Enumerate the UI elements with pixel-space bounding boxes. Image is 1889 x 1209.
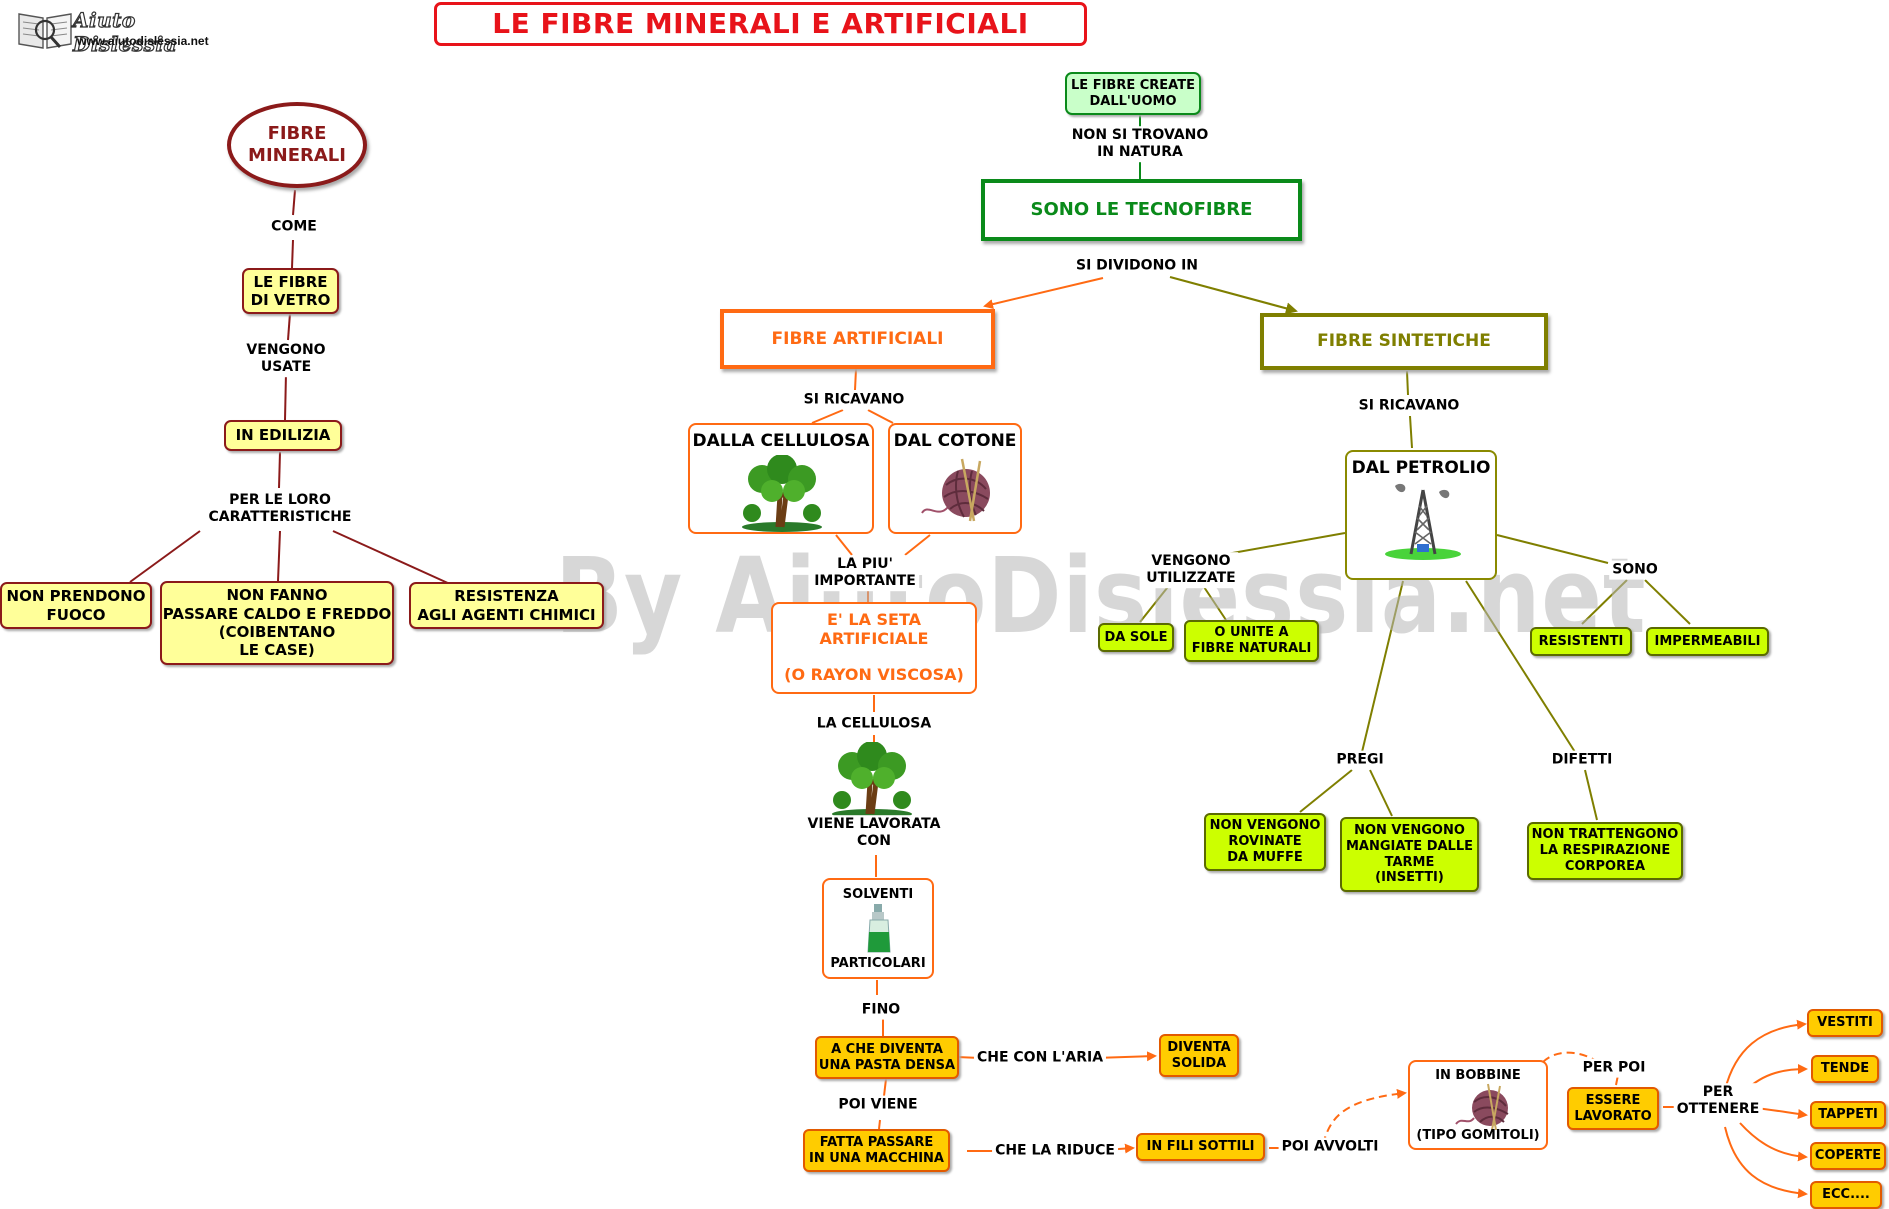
node-resistenza: RESISTENZA AGLI AGENTI CHIMICI (409, 582, 604, 629)
link-difetti: DIFETTI (1548, 750, 1616, 770)
particolari-label: PARTICOLARI (830, 956, 926, 971)
oil-derrick-icon (1381, 482, 1465, 566)
node-tecnofibre: SONO LE TECNOFIBRE (981, 179, 1302, 241)
node-resistenti: RESISTENTI (1530, 627, 1632, 656)
product-vestiti: VESTITI (1807, 1009, 1883, 1037)
link-si-dividono: SI DIVIDONO IN (1073, 256, 1201, 276)
node-pasta-densa: A CHE DIVENTA UNA PASTA DENSA (815, 1036, 959, 1079)
node-seta-artificiale: E' LA SETA ARTIFICIALE (O RAYON VISCOSA) (771, 602, 977, 694)
node-dalla-cellulosa: DALLA CELLULOSA (688, 423, 874, 534)
link-sono: SONO (1609, 560, 1661, 580)
node-fibre-create: LE FIBRE CREATE DALL'UOMO (1065, 72, 1201, 115)
cotone-label: DAL COTONE (893, 431, 1017, 451)
link-piu-importante: LA PIU' IMPORTANTE (811, 555, 919, 591)
node-fibre-di-vetro: LE FIBRE DI VETRO (242, 268, 339, 314)
link-come: COME (268, 217, 320, 237)
bobbine-label: IN BOBBINE (1435, 1068, 1521, 1083)
product-coperte: COPERTE (1810, 1142, 1886, 1170)
node-fibre-minerali: FIBRE MINERALI (227, 102, 367, 188)
node-unite-fibre-naturali: O UNITE A FIBRE NATURALI (1184, 620, 1319, 662)
node-macchina: FATTA PASSARE IN UNA MACCHINA (803, 1129, 950, 1172)
node-da-sole: DA SOLE (1098, 623, 1174, 652)
tipo-gomitoli-label: (TIPO GOMITOLI) (1416, 1128, 1540, 1143)
link-viene-lavorata: VIENE LAVORATA CON (804, 815, 944, 851)
node-fili-sottili: IN FILI SOTTILI (1136, 1133, 1265, 1161)
node-dal-cotone: DAL COTONE (888, 423, 1022, 534)
link-con-aria: CHE CON L'ARIA (973, 1048, 1107, 1068)
link-pregi: PREGI (1333, 750, 1387, 770)
solventi-label: SOLVENTI (842, 887, 914, 902)
tree-icon (740, 454, 824, 537)
logo-url[interactable]: www.aiutodislessia.net (77, 34, 209, 48)
node-diventa-solida: DIVENTA SOLIDA (1159, 1034, 1239, 1077)
link-si-ricavano-sint: SI RICAVANO (1355, 396, 1463, 416)
node-dal-petrolio: DAL PETROLIO (1345, 450, 1497, 580)
link-vengono-utilizzate: VENGONO UTILIZZATE (1143, 552, 1239, 588)
node-solventi: SOLVENTI PARTICOLARI (822, 878, 934, 979)
cellulosa-label: DALLA CELLULOSA (692, 431, 870, 451)
link-poi-viene: POI VIENE (835, 1095, 921, 1115)
node-in-edilizia: IN EDILIZIA (224, 420, 342, 451)
node-muffe: NON VENGONO ROVINATE DA MUFFE (1204, 813, 1326, 871)
node-impermeabili: IMPERMEABILI (1646, 627, 1769, 656)
node-fibre-sintetiche: FIBRE SINTETICHE (1260, 313, 1548, 370)
node-tarme: NON VENGONO MANGIATE DALLE TARME (INSETT… (1340, 817, 1479, 892)
logo-text: Aiuto Dislessia (72, 7, 178, 56)
link-vengono-usate: VENGONO USATE (243, 341, 329, 377)
yarn-ball-icon (918, 455, 998, 529)
spray-bottle-icon (864, 904, 894, 960)
node-non-prendono-fuoco: NON PRENDONO FUOCO (0, 582, 152, 629)
link-per-ottenere: PER OTTENERE (1673, 1083, 1763, 1119)
page-title: LE FIBRE MINERALI E ARTIFICIALI (434, 2, 1087, 46)
link-si-ricavano-art: SI RICAVANO (800, 390, 908, 410)
link-per-poi: PER POI (1579, 1058, 1649, 1078)
link-caratteristiche: PER LE LORO CARATTERISTICHE (205, 491, 355, 527)
link-che-la-riduce: CHE LA RIDUCE (992, 1141, 1118, 1161)
link-poi-avvolti: POI AVVOLTI (1278, 1137, 1382, 1157)
link-fino: FINO (858, 1000, 904, 1020)
node-fibre-artificiali: FIBRE ARTIFICIALI (720, 309, 995, 369)
node-essere-lavorato: ESSERE LAVORATO (1567, 1087, 1659, 1130)
petrolio-label: DAL PETROLIO (1351, 458, 1491, 478)
product-ecc: ECC.... (1810, 1181, 1882, 1209)
node-non-fanno-passare: NON FANNO PASSARE CALDO E FREDDO (COIBEN… (160, 581, 394, 665)
node-respirazione: NON TRATTENGONO LA RESPIRAZIONE CORPOREA (1527, 822, 1683, 880)
product-tappeti: TAPPETI (1810, 1101, 1886, 1129)
site-logo[interactable]: Aiuto Dislessia www.aiutodislessia.net (15, 6, 220, 57)
yarn-ball-icon (1454, 1080, 1514, 1136)
link-non-si-trovano: NON SI TROVANO IN NATURA (1068, 126, 1212, 162)
book-logo-icon (15, 6, 75, 56)
node-bobbine: IN BOBBINE (TIPO GOMITOLI) (1408, 1060, 1548, 1150)
link-la-cellulosa: LA CELLULOSA (813, 714, 935, 734)
product-tende: TENDE (1811, 1055, 1879, 1083)
tree-icon (830, 741, 914, 824)
